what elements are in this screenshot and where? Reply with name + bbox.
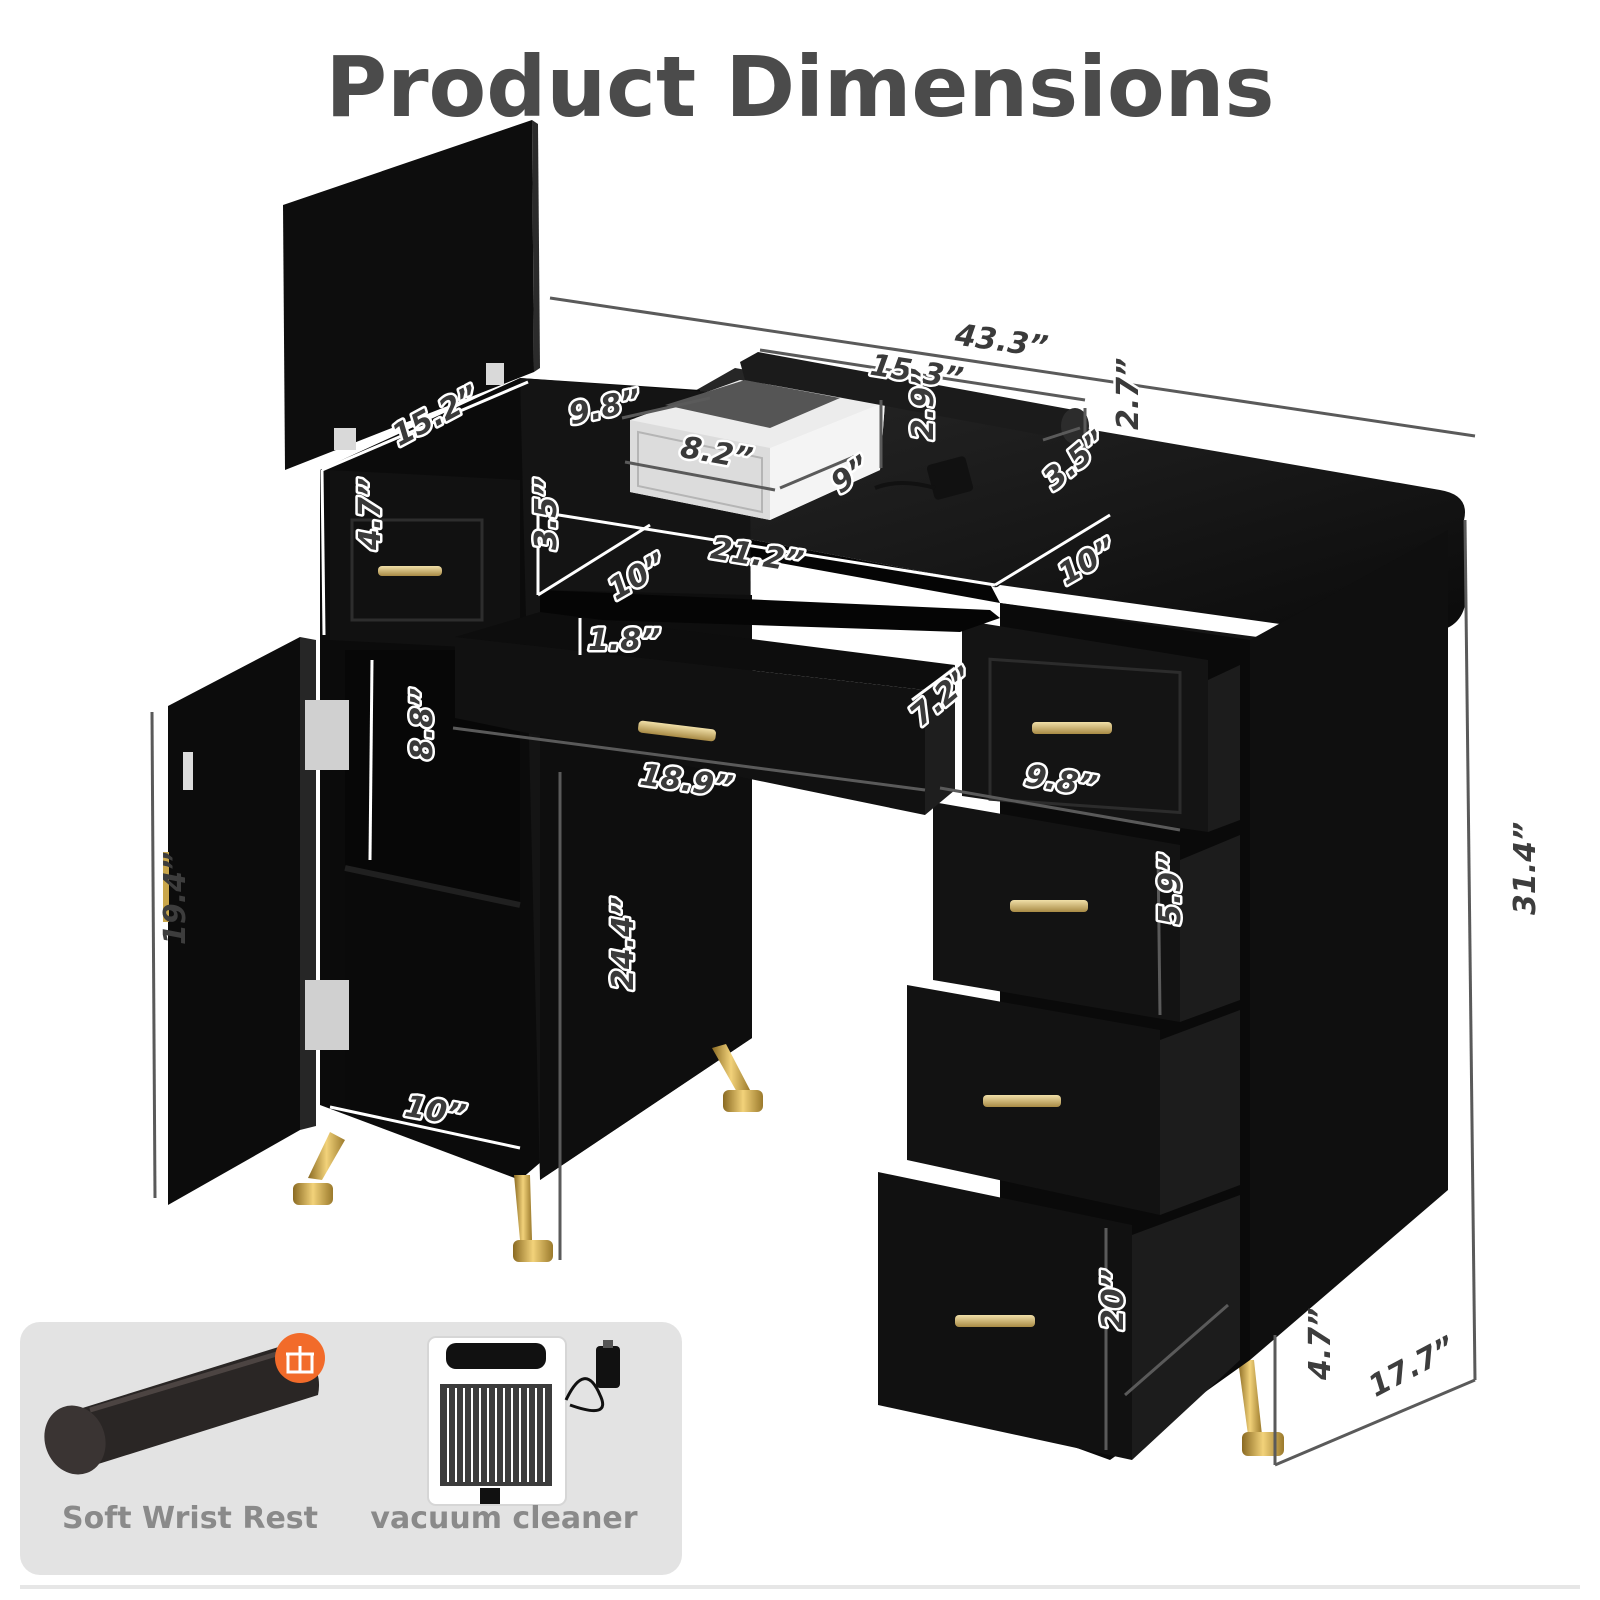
wrist-rest	[740, 352, 1089, 444]
dim-vacuum-height: 2.9”	[906, 368, 941, 440]
dim-side-drawer-height: 5.9”	[1153, 853, 1188, 925]
drawer-handle-icon	[378, 566, 442, 576]
dim-wrist-rest-height: 2.7”	[1111, 358, 1146, 430]
drawer-handle-icon	[1032, 722, 1112, 734]
gift-badge-icon	[275, 1333, 325, 1383]
hinge-icon	[305, 980, 349, 1050]
dimension-lines	[150, 296, 1477, 1467]
dim-total-width: 43.3”	[952, 317, 1050, 365]
hinge-icon	[334, 428, 356, 450]
dim-door-height: 19.4”	[158, 852, 193, 945]
vacuum-cleaner-icon	[427, 1336, 620, 1506]
accessory-panel: Soft Wrist Rest vacuum cleaner	[20, 1322, 1580, 1589]
drawer-handle-icon	[955, 1315, 1035, 1327]
drawer-handle-icon	[638, 720, 716, 742]
dim-leg-clearance: 24.4”	[606, 897, 641, 990]
drawer-handle-icon	[1010, 900, 1088, 912]
dim-shelf-height: 3.5”	[529, 478, 564, 550]
dimension-labels: 43.3” 15.3” 15.2” 9.8” 8.2” 9” 2.9” 2.7”…	[158, 315, 1543, 1404]
wrist-rest-icon	[44, 1345, 320, 1475]
cabinet-door	[163, 637, 349, 1205]
right-tower	[878, 530, 1448, 1460]
dim-leg-height: 4.7”	[1303, 1308, 1338, 1381]
accessory-label-wrist-rest: Soft Wrist Rest	[62, 1501, 318, 1536]
dim-drawer-height: 1.8”	[588, 623, 660, 658]
dim-total-height: 31.4”	[1508, 822, 1543, 915]
dim-top-drawer-height: 4.7”	[353, 478, 388, 551]
drawer-handle-icon	[983, 1095, 1061, 1107]
nail-vacuum	[630, 380, 885, 520]
hinge-icon	[486, 363, 504, 385]
accessory-label-vacuum: vacuum cleaner	[370, 1501, 637, 1536]
hinge-icon	[305, 700, 349, 770]
power-adapter-icon	[874, 456, 974, 500]
flip-lid	[283, 120, 540, 470]
page-title: Product Dimensions	[325, 38, 1275, 136]
dim-cabinet-shelf: 8.8”	[405, 688, 440, 760]
dim-bottom-drawer-depth: 20”	[1096, 1269, 1131, 1330]
